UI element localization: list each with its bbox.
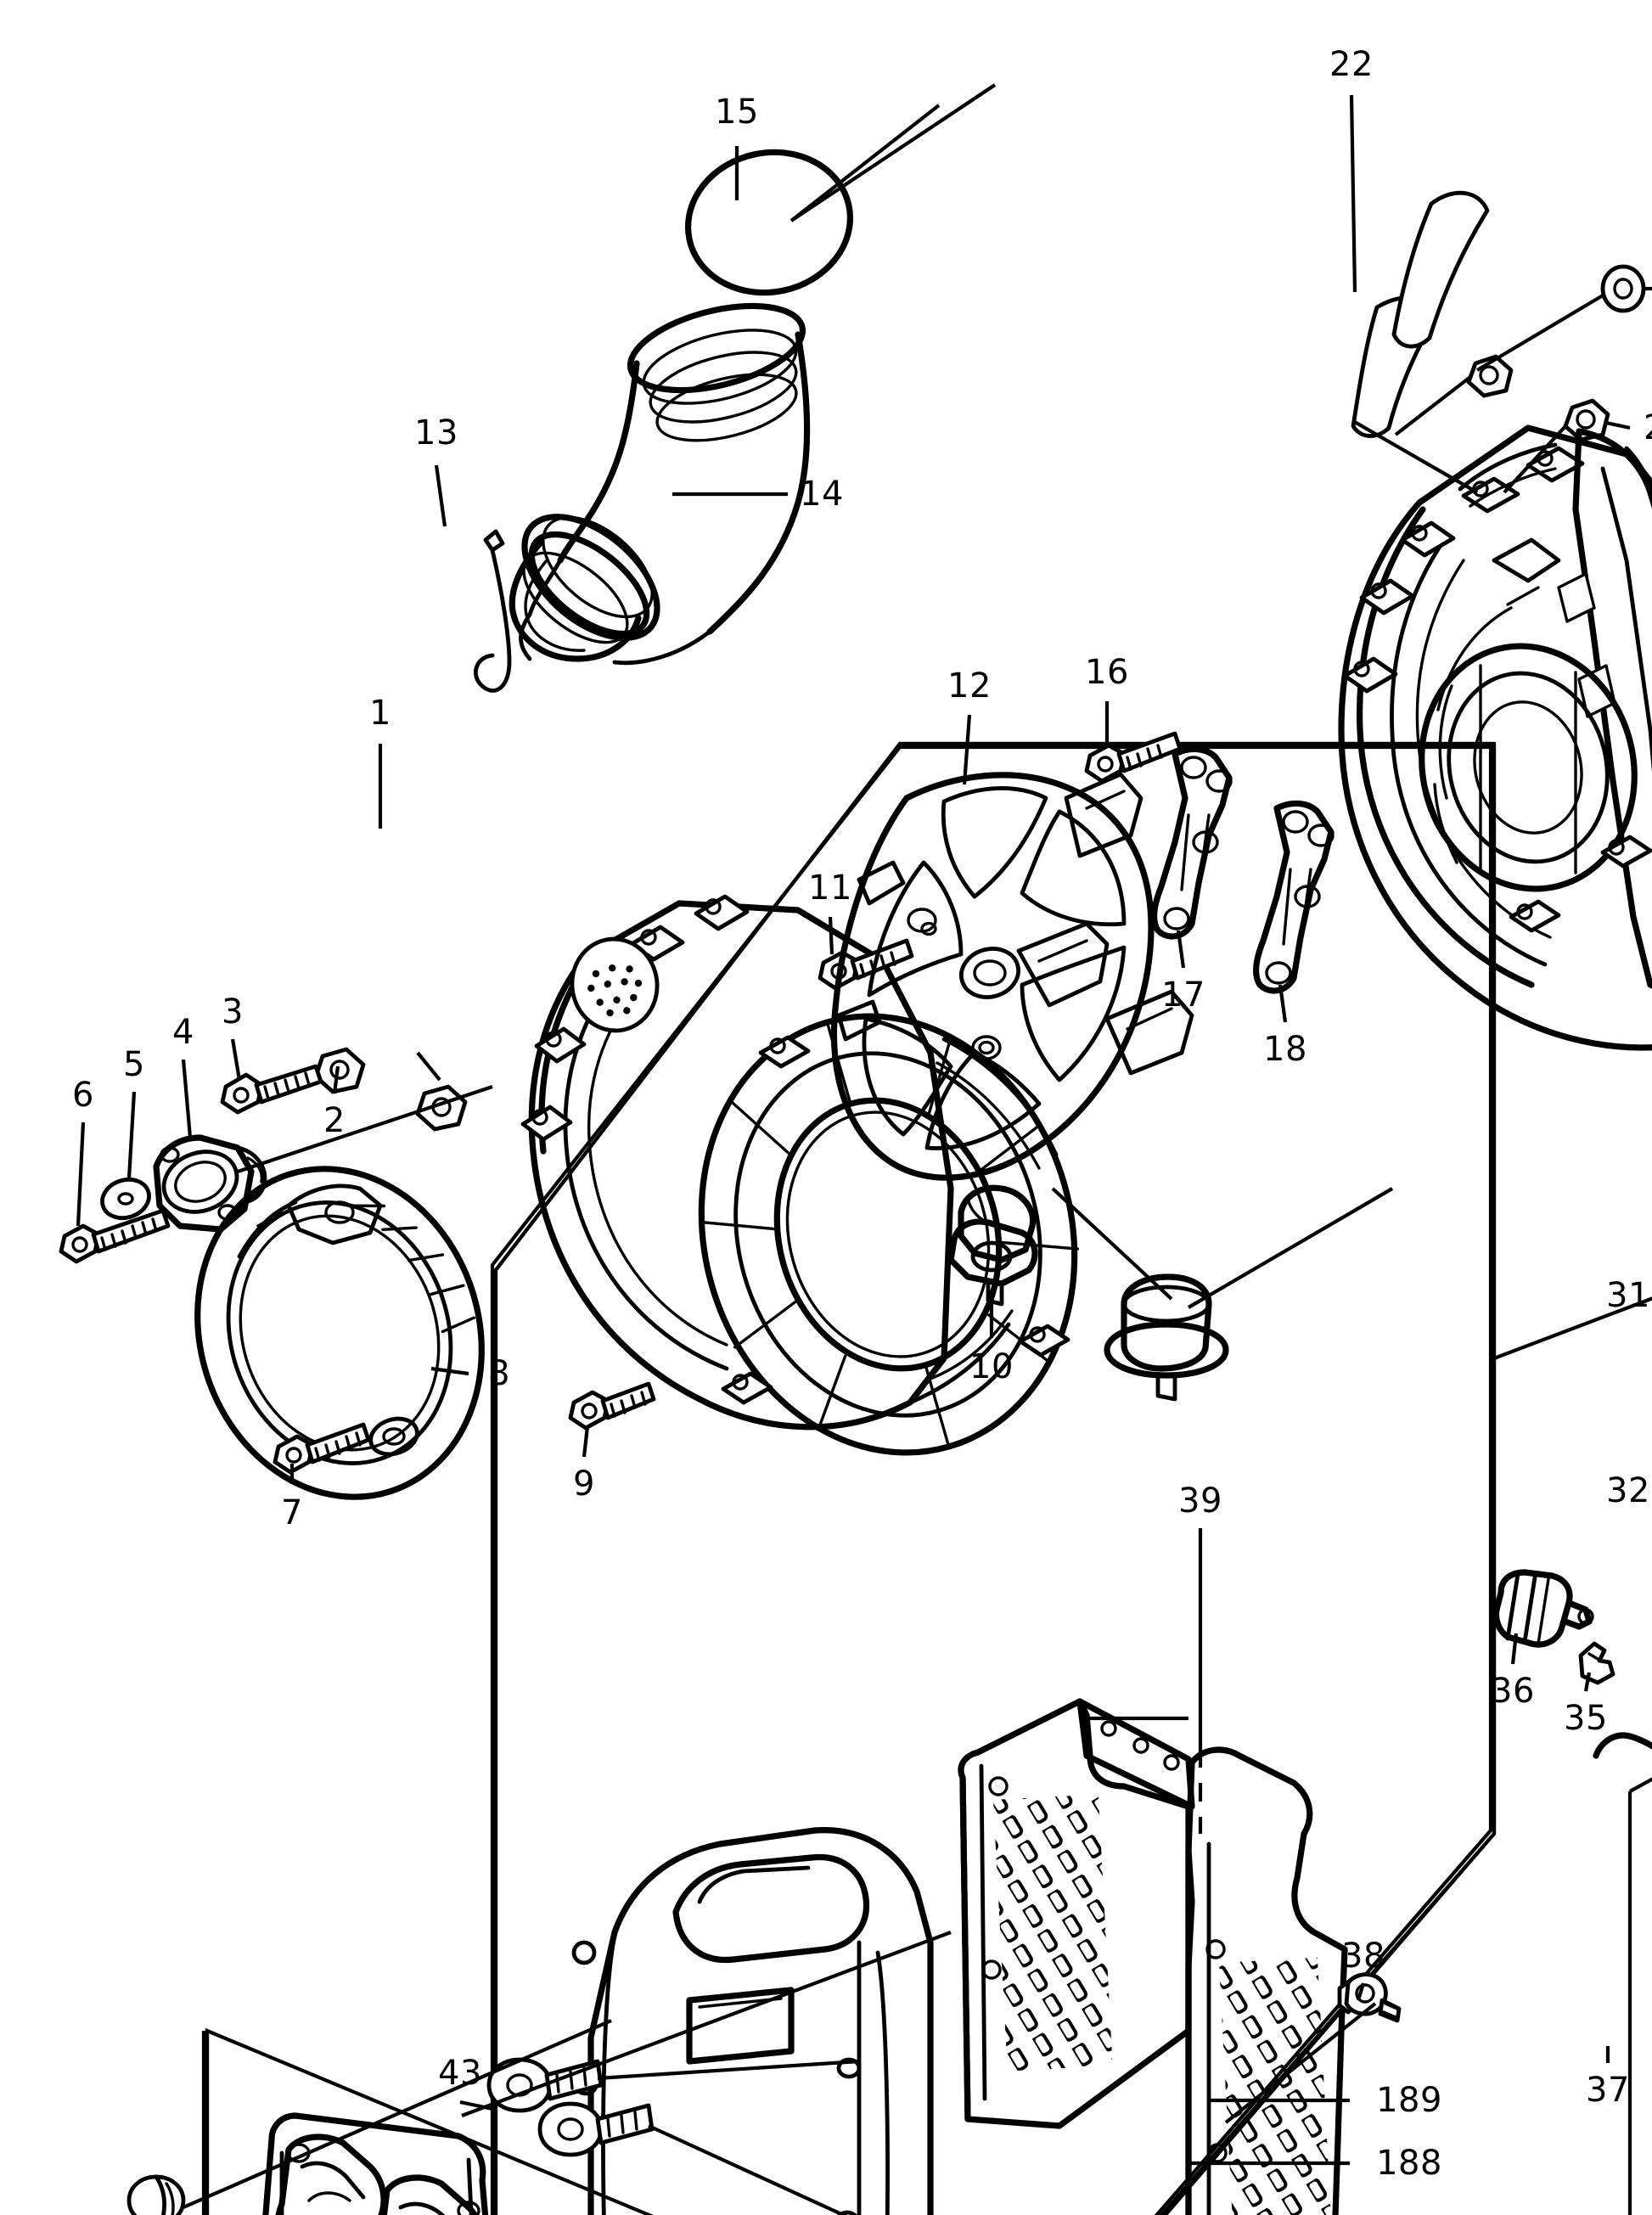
callout-20: 20 [1644, 411, 1652, 445]
part-6-screw [59, 1208, 171, 1264]
callout-12: 12 [947, 666, 992, 706]
callout-11: 11 [808, 869, 852, 908]
callout-188: 188 [1376, 2144, 1442, 2183]
part-15-cap [684, 149, 854, 296]
callout-1: 1 [369, 694, 391, 733]
callout-43: 43 [438, 2054, 482, 2093]
part-34-fuel-hose [1593, 1732, 1652, 1759]
part-17-link-plate [1151, 745, 1233, 940]
callout-189: 189 [1376, 2081, 1442, 2120]
callout-35: 35 [1564, 1699, 1608, 1738]
callout-17: 17 [1161, 975, 1205, 1015]
part-14-blower-pipe [509, 302, 811, 666]
callout-15: 15 [715, 93, 759, 132]
callout-32: 32 [1606, 1471, 1650, 1510]
part-5-washer [100, 1177, 151, 1221]
callout-13: 13 [414, 413, 458, 453]
part-43-screw-b [537, 2101, 655, 2157]
callout-8: 8 [488, 1354, 510, 1393]
part-18-link-plate [1253, 800, 1335, 994]
callout-10: 10 [969, 1347, 1014, 1386]
part-20b-nut [1466, 354, 1514, 398]
callout-31: 31 [1606, 1276, 1650, 1315]
callout-18: 18 [1263, 1030, 1307, 1069]
part-36-fuel-filter [1492, 1569, 1594, 1648]
part-8-inlet-cover [194, 1166, 485, 1500]
callout-4: 4 [172, 1013, 194, 1052]
callout-16: 16 [1085, 653, 1129, 692]
fan-case-vaned-ring [698, 1013, 1080, 1456]
part-39-heat-shield [958, 1698, 1348, 2215]
callout-9: 9 [573, 1464, 595, 1504]
callout-2: 2 [323, 1101, 346, 1140]
construction-lines [183, 1085, 1394, 2215]
part-9-screw [568, 1381, 656, 1431]
group-tie-lines [1492, 1296, 1652, 2215]
part-22-gasket-strips [1351, 190, 1490, 438]
group-1-outline [493, 741, 1497, 2215]
callout-6: 6 [72, 1076, 94, 1115]
part-2-square-nut-a [313, 1047, 366, 1094]
part-43-screw-a [486, 2057, 604, 2113]
callout-5: 5 [123, 1045, 145, 1084]
part-3-bolt [220, 1064, 323, 1115]
part-20-nut [1563, 398, 1610, 442]
part-1-fan-case [520, 772, 1194, 1456]
part-10-damper [947, 1184, 1038, 1307]
part-13-hook [473, 529, 512, 693]
callout-36: 36 [1491, 1672, 1535, 1711]
fan-case-mesh-disc [570, 936, 660, 1033]
part-2-square-nut-b [415, 1084, 468, 1132]
part-19-fan-housing [1338, 424, 1652, 1051]
callout-7: 7 [281, 1493, 303, 1532]
callout-3: 3 [222, 992, 244, 1032]
part-12-impeller [830, 772, 1155, 1181]
part-44-bumper [126, 2174, 186, 2215]
part-38-stud [1337, 1972, 1402, 2023]
part-7-screw [273, 1422, 371, 1475]
callout-38: 38 [1341, 1937, 1385, 1976]
housing-flange-tabs [1342, 446, 1585, 694]
part-45-shoulder-pad [262, 2112, 489, 2215]
leader-lines [76, 83, 1652, 2166]
callout-22: 22 [1329, 45, 1374, 84]
callout-37: 37 [1586, 2071, 1630, 2110]
callout-14: 14 [800, 475, 844, 514]
callout-39: 39 [1178, 1481, 1222, 1521]
part-21-nut [1600, 264, 1646, 313]
